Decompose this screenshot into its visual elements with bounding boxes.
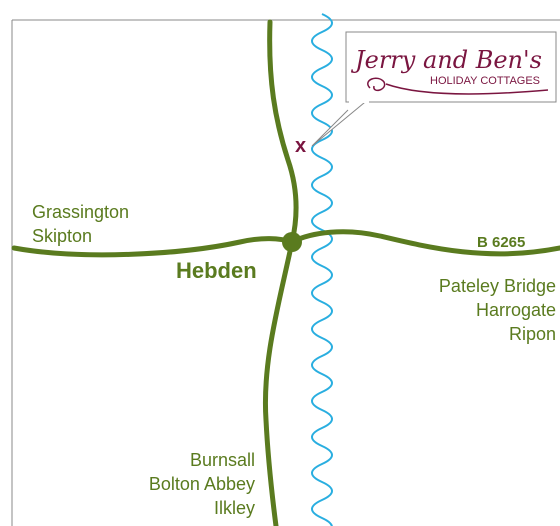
logo-callout: Jerry and Ben's HOLIDAY COTTAGES — [311, 31, 557, 147]
cottage-location-marker: x — [295, 135, 306, 157]
west-destinations: Grassington Skipton — [32, 202, 129, 246]
east-destinations: Pateley Bridge Harrogate Ripon — [439, 276, 556, 344]
hebden-junction-dot — [282, 232, 302, 252]
logo-swirl — [367, 77, 549, 95]
callout-pointer — [311, 97, 371, 147]
destination-skipton: Skipton — [32, 226, 92, 246]
destination-ilkley: Ilkley — [214, 498, 255, 518]
road-number-label: B 6265 — [477, 234, 525, 251]
destination-bolton-abbey: Bolton Abbey — [149, 474, 255, 494]
town-label-hebden: Hebden — [176, 258, 257, 283]
logo-title: Jerry and Ben's — [350, 46, 542, 74]
destination-grassington: Grassington — [32, 202, 129, 222]
river — [311, 13, 333, 526]
destination-ripon: Ripon — [509, 324, 556, 344]
destination-pateley-bridge: Pateley Bridge — [439, 276, 556, 296]
road-west — [11, 236, 295, 258]
south-destinations: Burnsall Bolton Abbey Ilkley — [149, 450, 255, 518]
road-north — [267, 19, 299, 245]
logo-subtitle: HOLIDAY COTTAGES — [430, 75, 540, 87]
road-south — [262, 239, 295, 526]
destination-harrogate: Harrogate — [476, 300, 556, 320]
road-east — [289, 229, 560, 257]
destination-burnsall: Burnsall — [190, 450, 255, 470]
